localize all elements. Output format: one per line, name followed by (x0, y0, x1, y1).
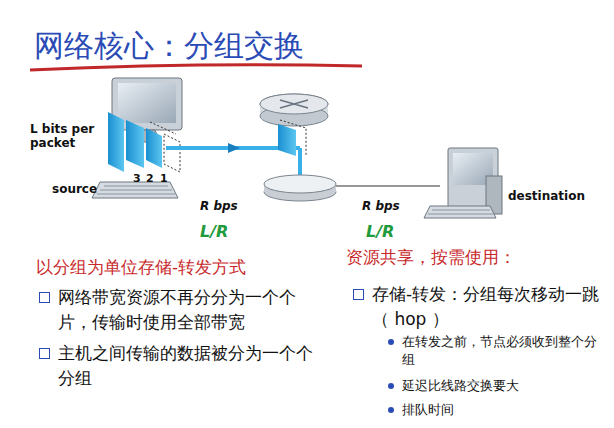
sub-bullet-text: 在转发之前，节点必须收到整个分组 (402, 333, 598, 369)
link-line (336, 185, 440, 186)
title-underline (30, 65, 362, 70)
host-label: source (52, 182, 97, 196)
router-icon (260, 94, 328, 156)
source-computer (92, 78, 182, 198)
packet-size-label: L bits per packet (30, 122, 106, 150)
bullet-dot (388, 407, 394, 413)
delay-label: L/R (200, 222, 228, 241)
sub-bullet-text: 排队时间 (402, 401, 598, 419)
delay-label: L/R (366, 222, 394, 241)
packet-number: 3 (133, 172, 141, 185)
bullet-text: 网络带宽资源不再分分为一个个片，传输时使用全部带宽 (58, 285, 326, 335)
bullet-square (39, 292, 50, 303)
router (264, 175, 336, 201)
packet-number: 1 (160, 172, 168, 185)
bullet-text: 主机之间传输的数据被分为一个个分组 (58, 341, 326, 391)
packets (108, 112, 180, 172)
section-heading: 资源共享，按需使用： (346, 246, 516, 269)
bullet-dot (388, 383, 394, 389)
sub-bullet-text: 延迟比线路交换要大 (402, 377, 598, 395)
section-heading: 以分组为单位存储-转发方式 (36, 256, 246, 279)
packet-number: 2 (146, 172, 154, 185)
rate-label: R bps (200, 199, 238, 213)
bullet-dot (388, 339, 394, 345)
bullet-square (39, 348, 50, 359)
bullet-text: 存储-转发：分组每次移动一跳（ hop ） (372, 282, 604, 332)
slide-title: 网络核心：分组交换 (34, 26, 304, 67)
host-label: destination (508, 189, 585, 203)
destination-computer (424, 148, 502, 218)
bullet-square (353, 289, 364, 300)
rate-label: R bps (362, 199, 400, 213)
